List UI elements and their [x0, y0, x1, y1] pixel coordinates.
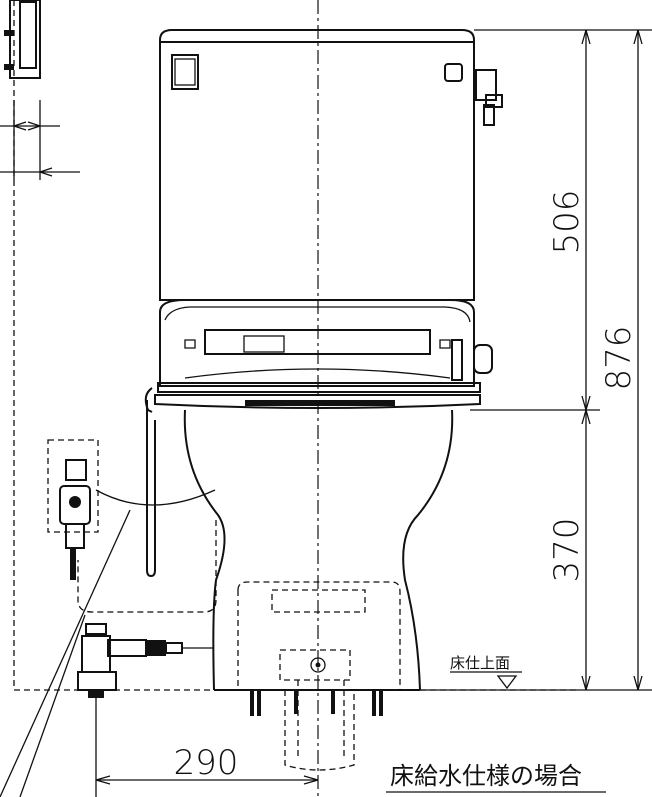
stop-valve: [77, 623, 214, 698]
anchor-bolts: [250, 690, 383, 716]
dimension-total: 876: [576, 29, 652, 691]
floor-symbol: [496, 675, 518, 690]
flush-lever: [475, 69, 503, 126]
dimension-supply-offset-text: 290: [174, 743, 239, 783]
side-bar: [146, 400, 156, 578]
dimension-bowl-text: 370: [547, 518, 587, 583]
caption: 床給水仕様の場合: [390, 762, 582, 790]
dimension-tank-text: 506: [547, 190, 587, 255]
dimension-tank: 506: [470, 29, 600, 411]
dimension-supply-offset: 290: [95, 698, 319, 797]
tank-label-plate: [171, 54, 199, 90]
leader-line-1: [0, 509, 131, 797]
wall-outline: [13, 0, 215, 691]
dimension-total-text: 876: [599, 326, 639, 391]
leader-line-2: [19, 614, 86, 797]
dimension-bowl: 370: [547, 409, 591, 691]
supply-hose-hidden: [77, 520, 217, 613]
top-left-fitting: [0, 0, 80, 180]
floor-label: 床仕上面: [450, 654, 510, 672]
bowl: [183, 409, 454, 691]
outlet-hidden-lines: [237, 581, 401, 771]
seat-assembly: [144, 299, 493, 413]
outlet-box: [47, 439, 99, 580]
tank: [159, 29, 503, 301]
hose-curve: [95, 489, 216, 506]
tank-small-window: [444, 63, 463, 82]
